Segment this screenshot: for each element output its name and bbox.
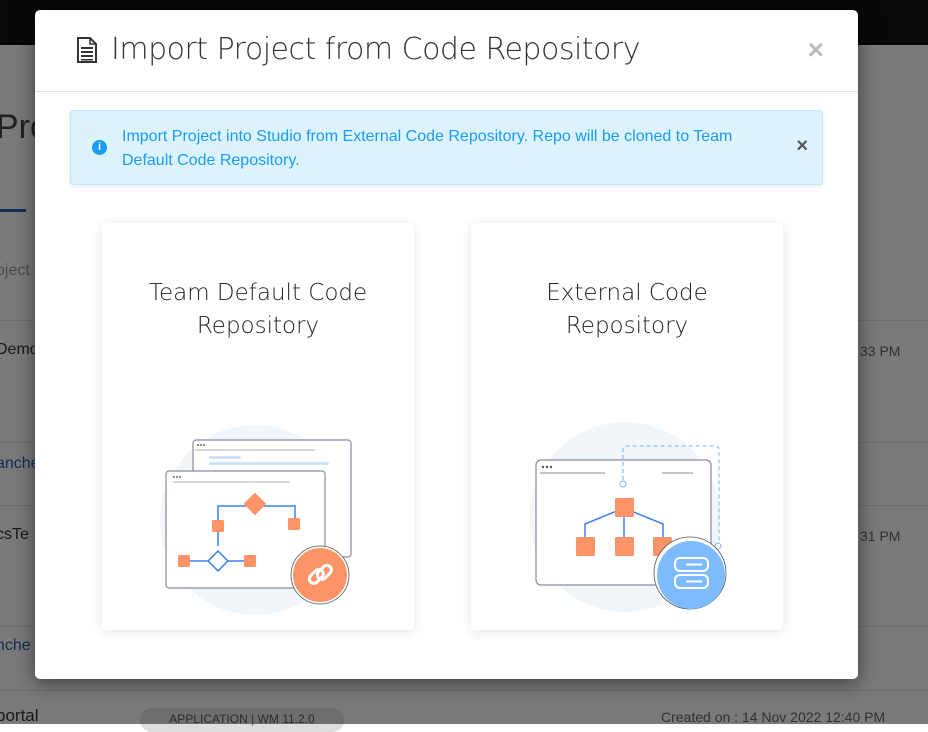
option-title: External Code Repository [546, 280, 708, 339]
close-modal-button[interactable]: × [807, 34, 824, 65]
link-icon [293, 548, 347, 602]
import-project-modal: Import Project from Code Repository × i … [35, 10, 858, 679]
option-title: Team Default Code Repository [148, 280, 368, 339]
server-icon [657, 541, 725, 609]
close-alert-button[interactable]: × [796, 135, 808, 157]
info-alert: i Import Project into Studio from Extern… [70, 110, 823, 185]
external-repo-illustration [530, 422, 727, 612]
team-default-repo-option[interactable]: Team Default Code Repository [102, 223, 414, 630]
document-icon [77, 37, 97, 63]
modal-header: Import Project from Code Repository × [35, 10, 858, 92]
alert-message: Import Project into Studio from External… [122, 128, 733, 169]
info-icon: i [92, 140, 107, 155]
modal-title: Import Project from Code Repository [111, 32, 641, 67]
external-repo-option[interactable]: External Code Repository [471, 223, 783, 630]
team-repo-illustration [160, 425, 352, 615]
